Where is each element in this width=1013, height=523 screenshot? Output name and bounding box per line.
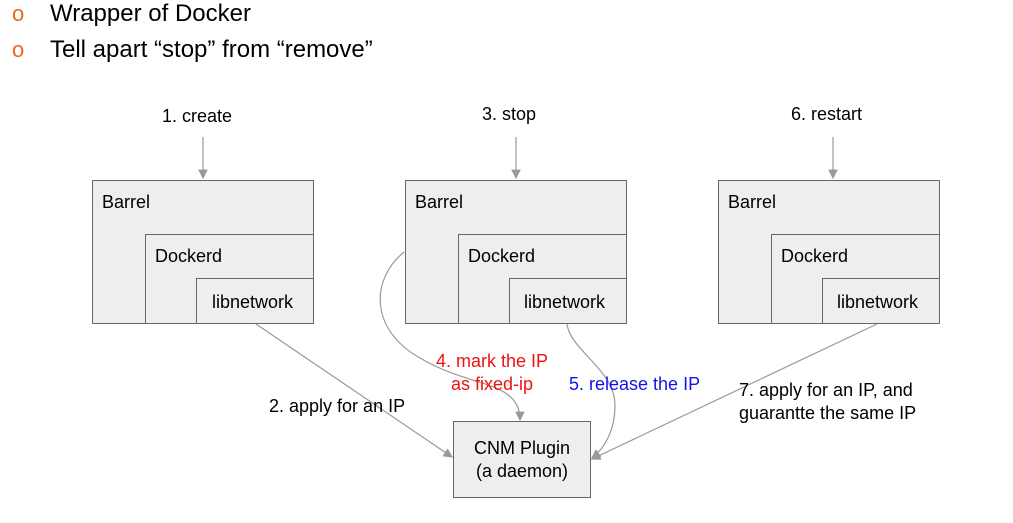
apply-same-ip-label: 7. apply for an IP, and	[739, 380, 913, 400]
dockerd-label: Dockerd	[781, 246, 849, 266]
bullet-marker: o	[12, 37, 25, 62]
arrow-apply-same-ip	[590, 323, 878, 460]
libnetwork-label: libnetwork	[212, 292, 294, 312]
libnetwork-box	[196, 278, 314, 324]
apply-same-ip-label-line2: guarantte the same IP	[739, 403, 917, 423]
barrel-label: Barrel	[728, 192, 777, 212]
arrow-apply-ip	[255, 323, 453, 458]
release-ip-label: 5. release the IP	[569, 374, 701, 394]
apply-ip-label: 2. apply for an IP	[269, 396, 406, 416]
libnetwork-label: libnetwork	[837, 292, 919, 312]
cnm-plugin-name: CNM Plugin	[473, 438, 571, 458]
step-stop-label: 3. stop	[482, 104, 537, 124]
libnetwork-box	[509, 278, 627, 324]
bullet-item-2: o Tell apart “stop” from “remove”	[12, 36, 373, 64]
bullet-text: Tell apart “stop” from “remove”	[50, 36, 373, 63]
step-create-label: 1. create	[162, 106, 233, 126]
libnetwork-box	[822, 278, 940, 324]
dockerd-label: Dockerd	[155, 246, 223, 266]
mark-ip-label: 4. mark the IP	[435, 351, 549, 371]
dockerd-label: Dockerd	[468, 246, 536, 266]
barrel-label: Barrel	[102, 192, 151, 212]
libnetwork-label: libnetwork	[524, 292, 606, 312]
mark-ip-label-line2: as fixed-ip	[450, 374, 534, 394]
barrel-label: Barrel	[415, 192, 464, 212]
cnm-plugin-box	[453, 421, 591, 498]
bullet-text: Wrapper of Docker	[50, 0, 251, 27]
bullet-marker: o	[12, 1, 25, 26]
arrow-release-ip	[566, 323, 616, 459]
bullet-item-1: o Wrapper of Docker	[12, 0, 251, 28]
arrow-mark-ip	[379, 251, 525, 422]
cnm-plugin-subtitle: (a daemon)	[475, 461, 569, 481]
step-restart-label: 6. restart	[791, 104, 863, 124]
